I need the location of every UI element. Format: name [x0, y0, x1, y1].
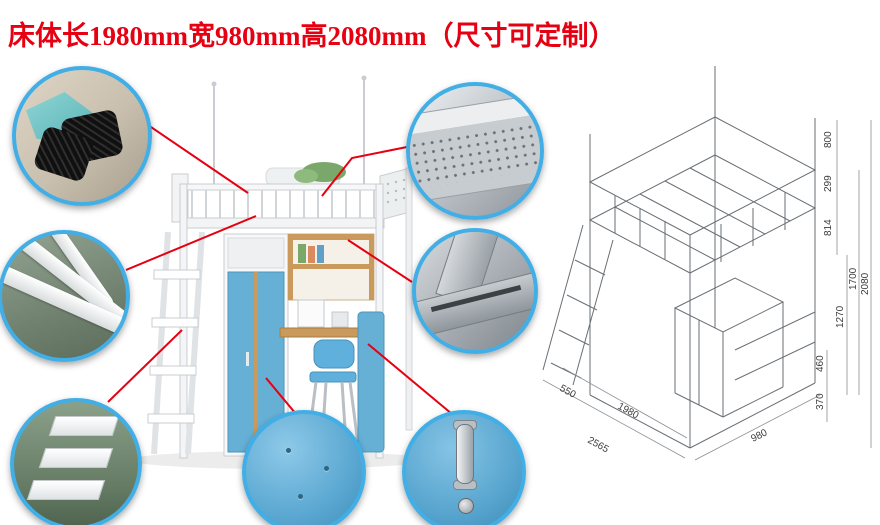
dimension-label: 460 — [815, 355, 826, 372]
ladder-step-icon — [48, 416, 120, 436]
dimension-label: 800 — [823, 131, 834, 148]
door-handle-icon — [456, 424, 474, 484]
bookshelf — [287, 233, 375, 301]
page-title: 床体长1980mm宽980mm高2080mm（尺寸可定制） — [8, 21, 616, 51]
ladder-step-icon — [26, 480, 106, 500]
dimension-lines — [542, 120, 872, 461]
dimension-label: 550 — [558, 383, 578, 401]
dimension-label: 1270 — [835, 305, 846, 328]
dimension-label: 814 — [823, 219, 834, 236]
dimension-label: 299 — [823, 175, 834, 192]
screw-icon — [324, 466, 329, 471]
dimension-drawing: 800 299 814 1270 1700 2080 460 370 550 1… — [542, 66, 872, 461]
callout-ladder-steps — [10, 398, 142, 525]
callout-beam-joint — [412, 228, 538, 354]
ladder-step-icon — [38, 448, 114, 468]
bed-wireframe — [542, 66, 817, 449]
product-photo — [130, 75, 426, 469]
desk-card — [297, 299, 325, 328]
ladder — [147, 231, 205, 455]
side-privacy-panel — [357, 311, 385, 453]
dimension-label: 1980 — [616, 401, 641, 422]
callout-door-handle — [402, 410, 526, 525]
pole-tip — [211, 81, 217, 87]
lock-icon — [458, 498, 474, 514]
dimension-labels: 800 299 814 1270 1700 2080 460 370 550 1… — [558, 131, 871, 456]
dimension-label: 370 — [815, 393, 826, 410]
callout-foot-pads — [12, 66, 152, 206]
callout-blue-panel — [242, 410, 366, 525]
dimension-label: 1700 — [848, 267, 859, 290]
callout-perforated-panel — [406, 82, 544, 220]
wardrobe-handle — [246, 352, 249, 366]
perforation-dots — [410, 121, 540, 190]
screw-icon — [286, 448, 291, 453]
dimension-label: 2080 — [860, 272, 871, 295]
pole-tip — [361, 75, 367, 81]
dimension-label: 2565 — [586, 435, 611, 456]
perforated-panel-icon — [410, 92, 540, 204]
bedding — [265, 162, 346, 187]
callout-steel-tubes — [0, 230, 130, 362]
screw-icon — [298, 494, 303, 499]
